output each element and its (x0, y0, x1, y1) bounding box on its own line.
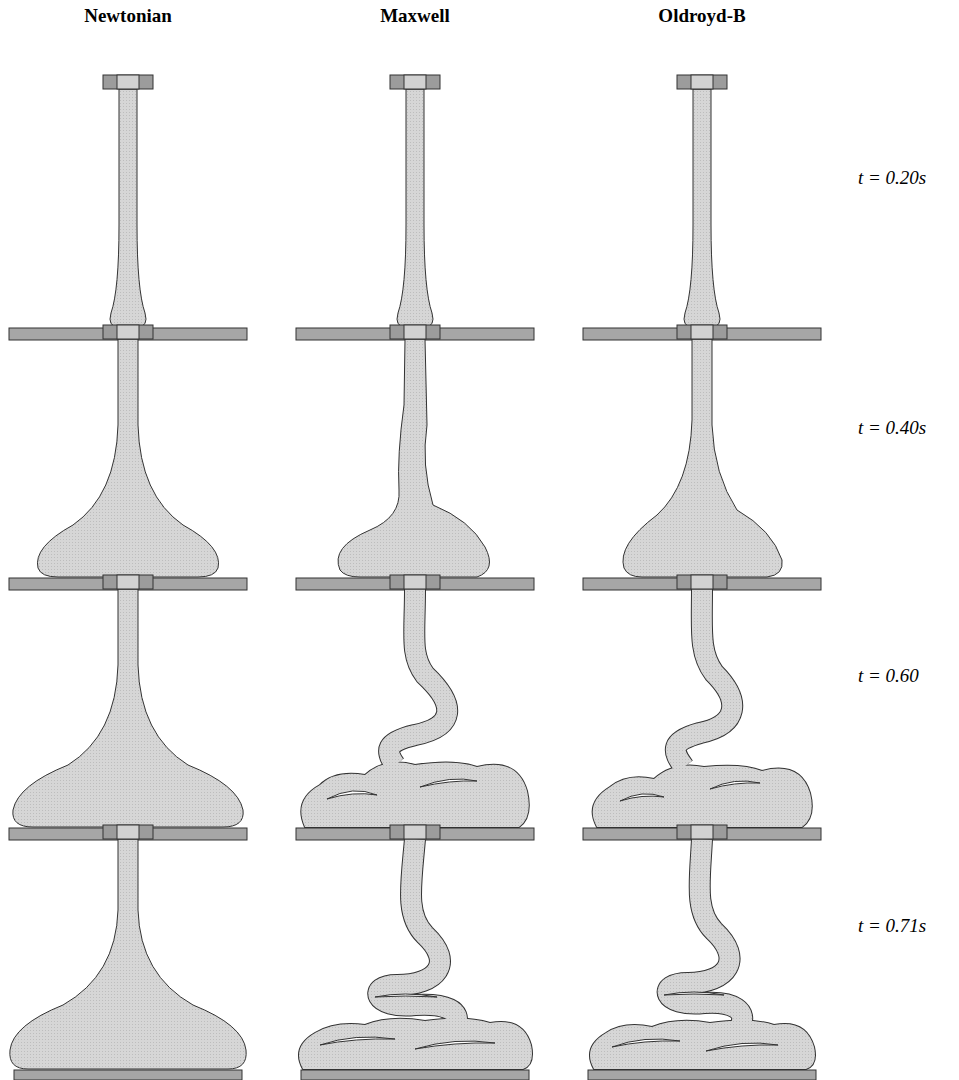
oldroyd-t3 (583, 575, 821, 840)
oldroyd-t1 (583, 75, 821, 340)
time-label: t = 0.60 (858, 665, 919, 687)
newtonian-t3 (9, 575, 247, 840)
column-heading: Maxwell (380, 5, 450, 27)
time-label: t = 0.71s (858, 915, 926, 937)
maxwell-t1 (296, 75, 534, 340)
column-heading: Oldroyd-B (658, 5, 745, 27)
oldroyd-t4 (588, 825, 816, 1080)
time-label: t = 0.20s (858, 167, 926, 189)
time-label: t = 0.40s (858, 417, 926, 439)
newtonian-t2 (9, 325, 247, 590)
maxwell-t2 (296, 325, 534, 590)
oldroyd-t2 (583, 325, 821, 590)
maxwell-t4 (299, 825, 532, 1080)
newtonian-t4 (10, 825, 246, 1080)
newtonian-t1 (9, 75, 247, 340)
column-heading: Newtonian (84, 5, 172, 27)
maxwell-t3 (296, 575, 534, 840)
